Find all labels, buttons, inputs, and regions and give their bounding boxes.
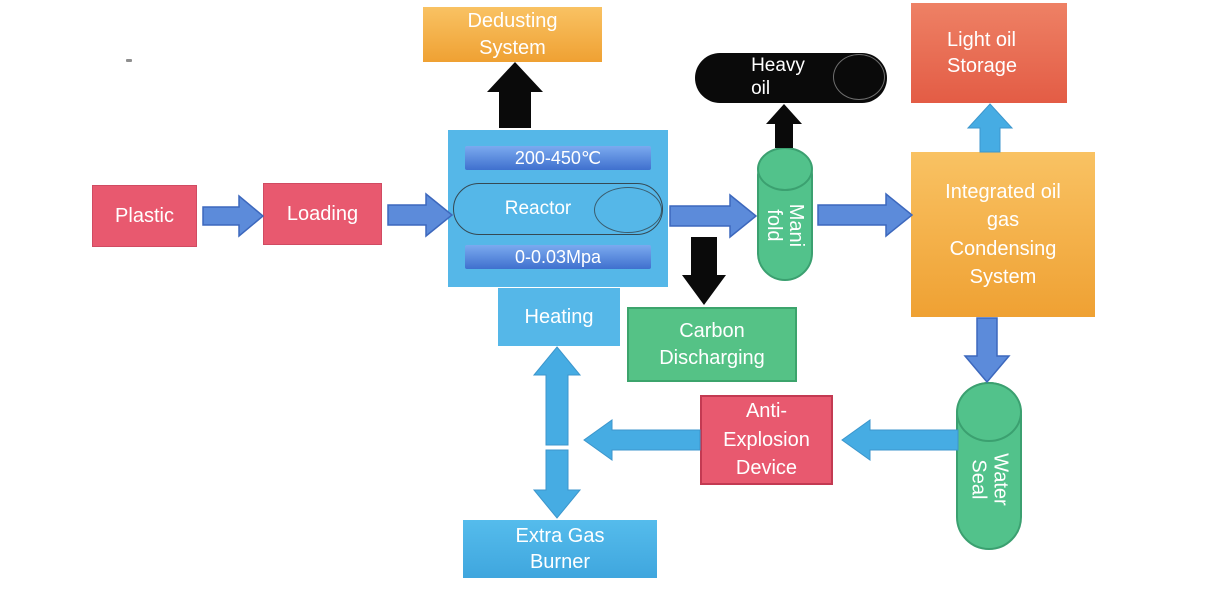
node-anti-explosion-label: Anti- Explosion Device [723, 400, 810, 480]
node-dedusting-system: Dedusting System [423, 7, 602, 62]
node-loading-label: Loading [286, 202, 359, 225]
node-heavy-oil-label: Heavy oil [751, 55, 805, 99]
node-anti-explosion-device: Anti- Explosion Device [700, 395, 833, 485]
arrow-loading-to-reactor [387, 192, 454, 238]
node-plastic: Plastic [92, 185, 197, 247]
node-plastic-label: Plastic [115, 204, 174, 227]
arrow-anti-explosion-to-junction [583, 419, 701, 461]
arrow-condensing-to-light-oil [966, 103, 1014, 153]
water-seal-cap [956, 382, 1022, 442]
reactor-temperature-label: 200-450℃ [514, 147, 602, 168]
node-dedusting-label: Dedusting System [467, 10, 558, 59]
node-water-seal-label: Water Seal [966, 452, 1012, 506]
arrow-junction-to-extra-gas-burner [532, 449, 582, 519]
manifold-cap [757, 147, 813, 191]
node-water-seal: Water Seal [956, 382, 1022, 550]
heavy-oil-cap [833, 54, 885, 100]
reactor-pressure-bar: 0-0.03Mpa [465, 245, 651, 269]
node-heating-label: Heating [524, 305, 594, 328]
node-carbon-discharging: Carbon Discharging [627, 307, 797, 382]
arrow-manifold-to-heavy-oil [766, 104, 802, 148]
arrow-condensing-to-water-seal [963, 317, 1011, 384]
node-extra-gas-label: Extra Gas Burner [515, 524, 605, 573]
arrow-reactor-to-dedusting [487, 62, 543, 128]
reactor-capsule: Reactor [453, 183, 663, 235]
node-integrated-label: Integrated oil gas Condensing System [945, 180, 1061, 288]
reactor-pressure-label: 0-0.03Mpa [514, 246, 602, 267]
node-manifold: Mani fold [757, 147, 813, 281]
arrow-reactor-to-manifold [669, 193, 758, 239]
reactor-label: Reactor [504, 198, 572, 219]
reactor-temperature-bar: 200-450℃ [465, 146, 651, 170]
node-extra-gas-burner: Extra Gas Burner [463, 520, 657, 578]
arrow-plastic-to-loading [202, 194, 265, 238]
node-loading: Loading [263, 183, 382, 245]
stray-mark [126, 59, 132, 62]
node-light-oil-storage: Light oil Storage [911, 3, 1067, 103]
node-reactor: 200-450℃ Reactor 0-0.03Mpa [448, 130, 668, 287]
arrow-junction-to-heating [532, 346, 582, 446]
node-heavy-oil: Heavy oil [695, 53, 887, 103]
arrow-reactor-to-carbon-discharging [682, 237, 726, 305]
node-carbon-label: Carbon Discharging [659, 320, 765, 369]
arrow-water-seal-to-anti-explosion [841, 419, 959, 461]
arrow-manifold-to-condensing [817, 192, 914, 238]
node-heating: Heating [498, 288, 620, 346]
node-light-oil-label: Light oil Storage [947, 28, 1018, 77]
reactor-ellipse [594, 187, 662, 233]
node-manifold-label: Mani fold [762, 203, 808, 247]
node-integrated-condensing-system: Integrated oil gas Condensing System [911, 152, 1095, 317]
